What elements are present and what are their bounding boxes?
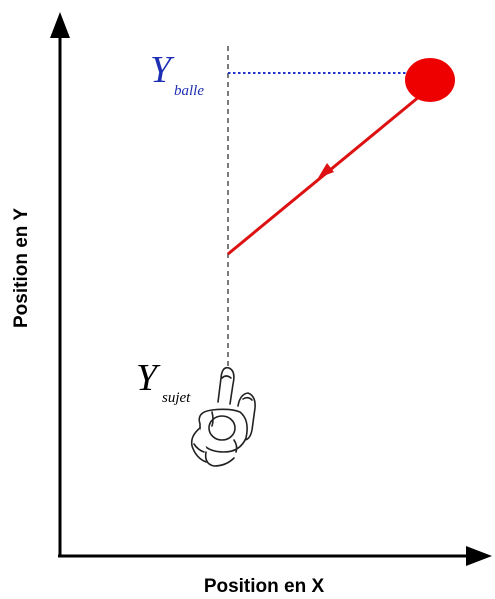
subject-position-label: Y sujet xyxy=(136,357,191,406)
y-axis-arrowhead xyxy=(50,12,70,38)
subject-label-symbol: Y xyxy=(136,357,161,399)
ball-label-subscript: balle xyxy=(174,83,204,99)
trajectory-arrowhead xyxy=(318,163,334,178)
y-axis-label: Position en Y xyxy=(11,208,32,328)
ball-position-label: Y balle xyxy=(150,49,204,99)
ball-label-symbol: Y xyxy=(150,49,175,91)
x-axis-label: Position en X xyxy=(204,576,325,597)
x-axis-arrowhead xyxy=(466,546,492,566)
subject-label-subscript: sujet xyxy=(162,390,191,406)
ball-icon xyxy=(405,58,455,102)
person-top-view-icon xyxy=(190,366,256,467)
